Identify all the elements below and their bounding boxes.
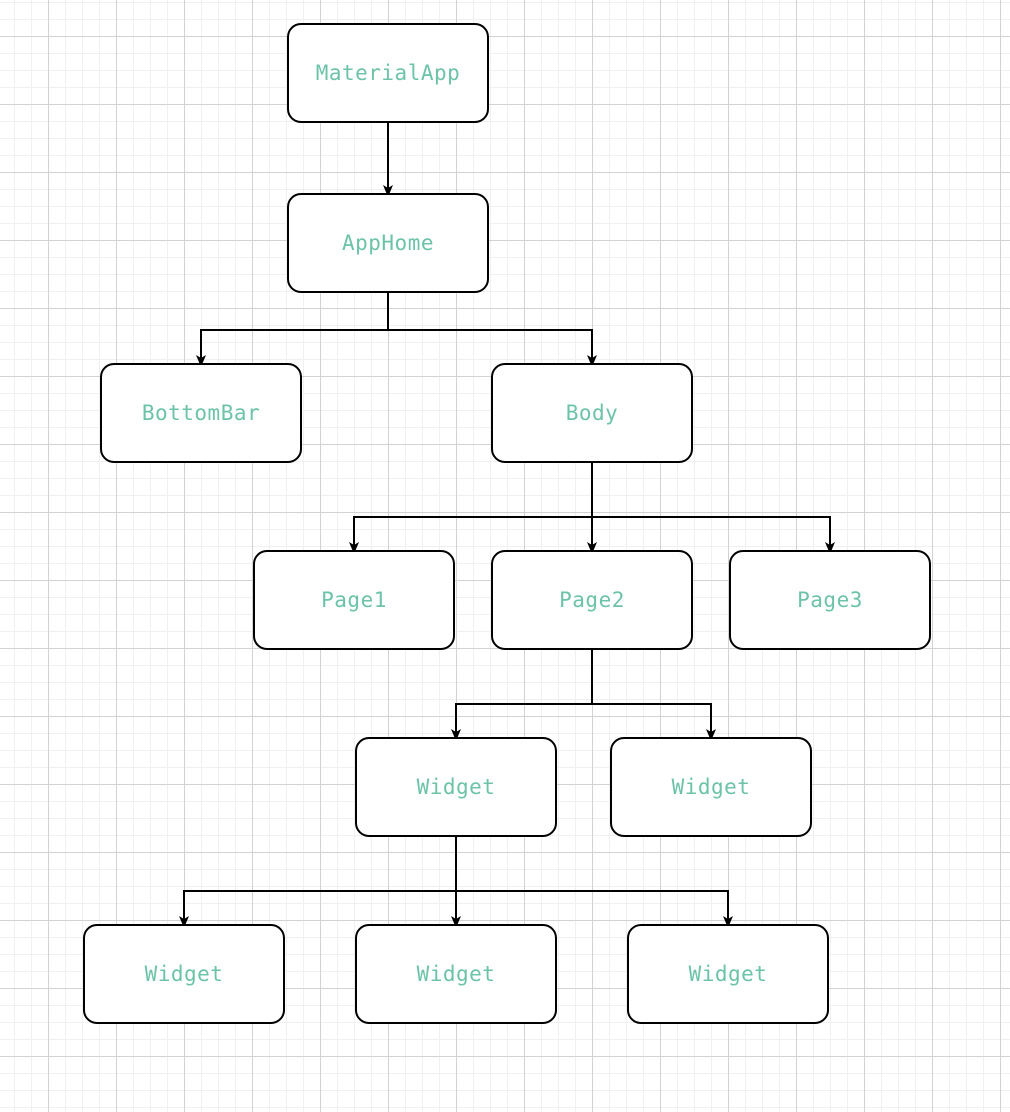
node-label: AppHome xyxy=(341,231,434,255)
node-label: Page1 xyxy=(321,588,387,612)
node-label: Widget xyxy=(144,962,224,986)
node-body[interactable]: Body xyxy=(491,363,693,463)
node-widget[interactable]: Widget xyxy=(610,737,812,837)
edge-page2-to-widget1 xyxy=(456,650,593,735)
edge-page2-to-widget2 xyxy=(591,650,711,735)
node-label: Widget xyxy=(688,962,768,986)
edge-body-to-page3 xyxy=(591,463,830,548)
node-label: BottomBar xyxy=(141,401,261,425)
edge-body-to-page1 xyxy=(354,463,593,548)
node-label: Widget xyxy=(671,775,751,799)
node-label: Body xyxy=(565,401,619,425)
node-widget[interactable]: Widget xyxy=(627,924,829,1024)
node-bottombar[interactable]: BottomBar xyxy=(100,363,302,463)
node-label: Widget xyxy=(416,775,496,799)
node-page2[interactable]: Page2 xyxy=(491,550,693,650)
node-label: MaterialApp xyxy=(315,61,461,85)
node-label: Page3 xyxy=(797,588,863,612)
edge-apphome-to-bottombar xyxy=(201,293,389,361)
node-label: Widget xyxy=(416,962,496,986)
node-page1[interactable]: Page1 xyxy=(253,550,455,650)
node-page3[interactable]: Page3 xyxy=(729,550,931,650)
edge-widget1-to-widget5 xyxy=(455,837,728,922)
node-widget[interactable]: Widget xyxy=(83,924,285,1024)
node-label: Page2 xyxy=(559,588,625,612)
edge-apphome-to-body xyxy=(387,293,592,361)
edge-widget1-to-widget3 xyxy=(184,837,457,922)
node-widget[interactable]: Widget xyxy=(355,737,557,837)
node-widget[interactable]: Widget xyxy=(355,924,557,1024)
node-materialapp[interactable]: MaterialApp xyxy=(287,23,489,123)
node-apphome[interactable]: AppHome xyxy=(287,193,489,293)
